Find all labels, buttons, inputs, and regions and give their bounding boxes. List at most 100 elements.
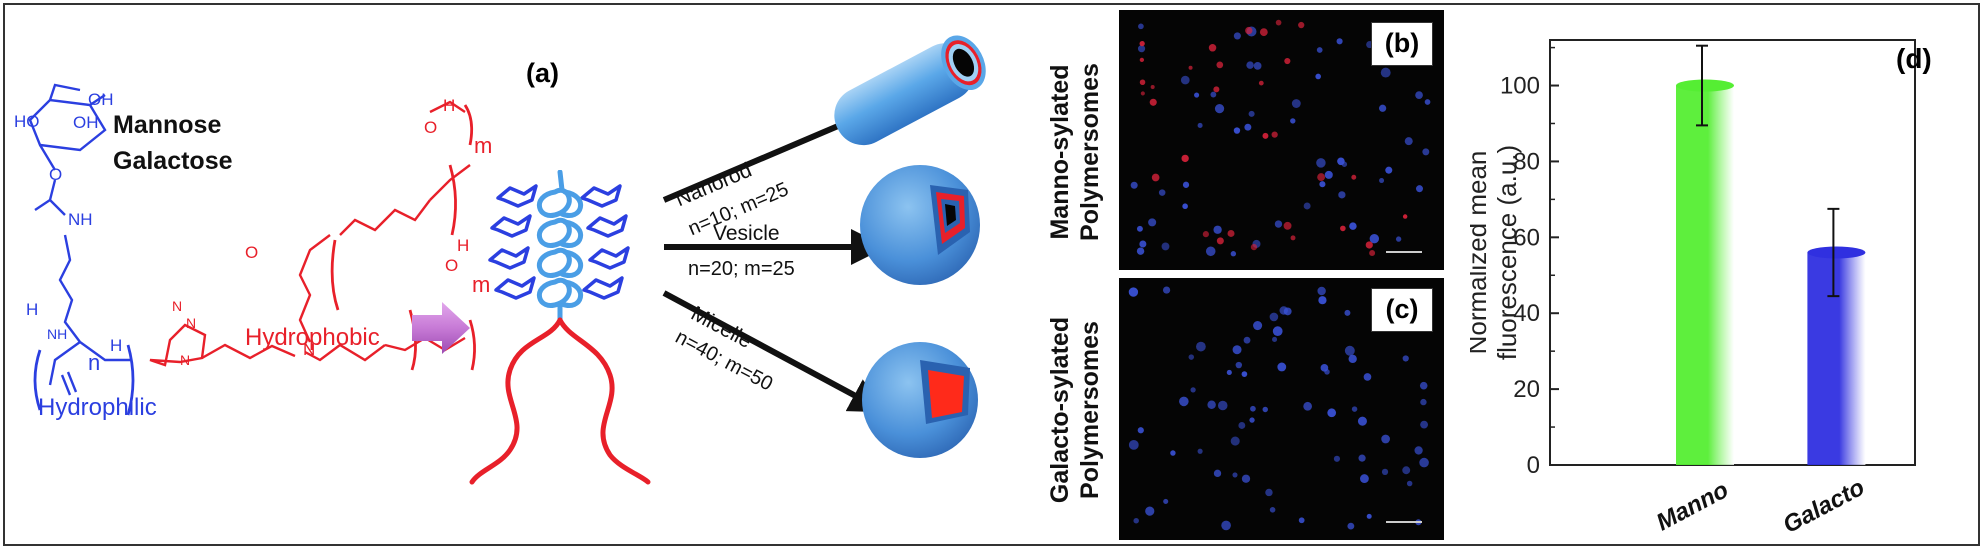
cell-nucleus <box>1327 408 1337 418</box>
cell-nucleus <box>1290 118 1296 124</box>
cell-nucleus <box>1360 474 1369 483</box>
cell-nucleus <box>1318 296 1327 305</box>
cell-nucleus <box>1158 189 1166 196</box>
sugar-name-galactose: Galactose <box>113 147 233 175</box>
panel-b-side-line1: Manno-sylated <box>1046 64 1074 240</box>
cell-nucleus <box>1414 446 1423 455</box>
polymersome-signal <box>1208 44 1217 52</box>
polymersome-signal <box>1245 26 1253 35</box>
y-tick-label: 40 <box>1513 300 1540 327</box>
cell-nucleus <box>1137 45 1146 53</box>
cell-nucleus <box>1351 406 1358 412</box>
cell-nucleus <box>1324 369 1330 375</box>
cell-nucleus <box>1230 251 1237 257</box>
cell-nucleus <box>1344 309 1351 316</box>
cell-nucleus <box>1298 517 1305 524</box>
cell-nucleus <box>1420 420 1429 429</box>
atom-o-bottom: O <box>445 256 459 275</box>
cell-nucleus <box>1363 373 1372 381</box>
atom-h-bottom: H <box>457 236 470 255</box>
cell-nucleus <box>1316 47 1323 53</box>
cell-nucleus <box>1291 99 1301 108</box>
polymersome-signal <box>1365 241 1373 249</box>
cell-nucleus <box>1337 157 1345 166</box>
cell-nucleus <box>1369 234 1380 244</box>
cell-nucleus <box>1250 405 1256 412</box>
polymersome-signal <box>1298 21 1305 29</box>
polymersome-signal <box>1139 57 1145 63</box>
triazole-linker <box>149 100 476 371</box>
cell-nucleus <box>1279 306 1288 315</box>
y-tick-label: 80 <box>1513 148 1540 175</box>
bar-cap <box>1807 246 1866 259</box>
cell-nucleus <box>1232 345 1242 355</box>
cell-nucleus <box>1422 148 1430 156</box>
atom-h-nh: H <box>110 336 123 355</box>
cell-nucleus <box>1194 92 1200 98</box>
y-tick-label: 100 <box>1500 73 1540 100</box>
cell-nucleus <box>1262 406 1268 413</box>
cell-nucleus <box>1253 321 1263 331</box>
cell-nucleus <box>1213 469 1222 478</box>
cell-nucleus <box>1182 181 1190 188</box>
bar-cap <box>1676 79 1734 92</box>
cell-nucleus <box>1162 286 1171 294</box>
hydrophobic-tails <box>469 317 651 485</box>
cell-nucleus <box>1253 62 1262 70</box>
polymersome-signal <box>1402 214 1408 219</box>
cell-nucleus <box>1137 427 1144 434</box>
polymersome-signal <box>1259 28 1268 37</box>
cell-nucleus <box>1182 203 1188 210</box>
cell-nucleus <box>1316 158 1326 168</box>
polymersome-signal <box>1284 57 1291 65</box>
panel-c-label: (c) <box>1371 288 1433 332</box>
panel-c-side-label: Galacto-sylated Polymersomes <box>1045 280 1105 540</box>
cell-nucleus <box>1138 23 1144 30</box>
cell-nucleus <box>1221 520 1231 531</box>
cell-nucleus <box>1136 247 1145 255</box>
atom-oh-1: OH <box>88 90 114 109</box>
polymersome-signal <box>1369 250 1376 257</box>
cell-nucleus <box>1233 127 1241 134</box>
cell-nucleus <box>1381 434 1390 444</box>
atom-n-triazole-1: N <box>172 298 183 314</box>
atom-oh-2: OH <box>73 113 99 132</box>
cell-nucleus <box>1238 422 1246 429</box>
polymersome-signal <box>1283 221 1292 230</box>
cell-nucleus <box>1226 369 1232 376</box>
vesicle-shape <box>860 165 980 285</box>
cell-nucleus <box>1248 110 1255 117</box>
cell-nucleus <box>1406 480 1413 487</box>
polymersome-signal <box>1340 225 1346 232</box>
cell-nucleus <box>1197 122 1203 128</box>
cell-nucleus <box>1241 371 1248 377</box>
panel-a-label: (a) <box>526 58 559 88</box>
atom-m-bottom: m <box>472 272 491 297</box>
y-tick-label: 60 <box>1513 224 1540 251</box>
micelle-shape <box>862 342 978 458</box>
y-axis-title-line1: Normalized mean <box>1470 151 1492 355</box>
atom-m-top: m <box>474 133 493 158</box>
helix-coils <box>536 170 584 323</box>
panel-b-side-label: Manno-sylated Polymersomes <box>1045 22 1105 282</box>
cell-nucleus <box>1148 218 1157 227</box>
cell-nucleus <box>1180 75 1190 85</box>
cell-nucleus <box>1419 457 1429 468</box>
polymer-cartoon <box>469 170 651 485</box>
cell-nucleus <box>1190 387 1196 393</box>
atom-n-amine: N <box>303 340 316 359</box>
nanostructures <box>834 35 986 458</box>
cell-nucleus <box>1128 287 1139 297</box>
cell-nucleus <box>1315 73 1321 80</box>
cell-nucleus <box>1303 202 1311 210</box>
cell-nucleus <box>1344 345 1355 356</box>
cell-nucleus <box>1272 336 1278 342</box>
panel-c-side-line2: Polymersomes <box>1076 321 1104 499</box>
polymersome-signal <box>1258 80 1264 86</box>
cell-nucleus <box>1179 396 1189 407</box>
cell-nucleus <box>1274 220 1283 228</box>
cell-nucleus <box>1128 439 1139 450</box>
atom-n-triazole-2: N <box>186 315 197 331</box>
panel-c-side-line1: Galacto-sylated <box>1046 316 1074 504</box>
